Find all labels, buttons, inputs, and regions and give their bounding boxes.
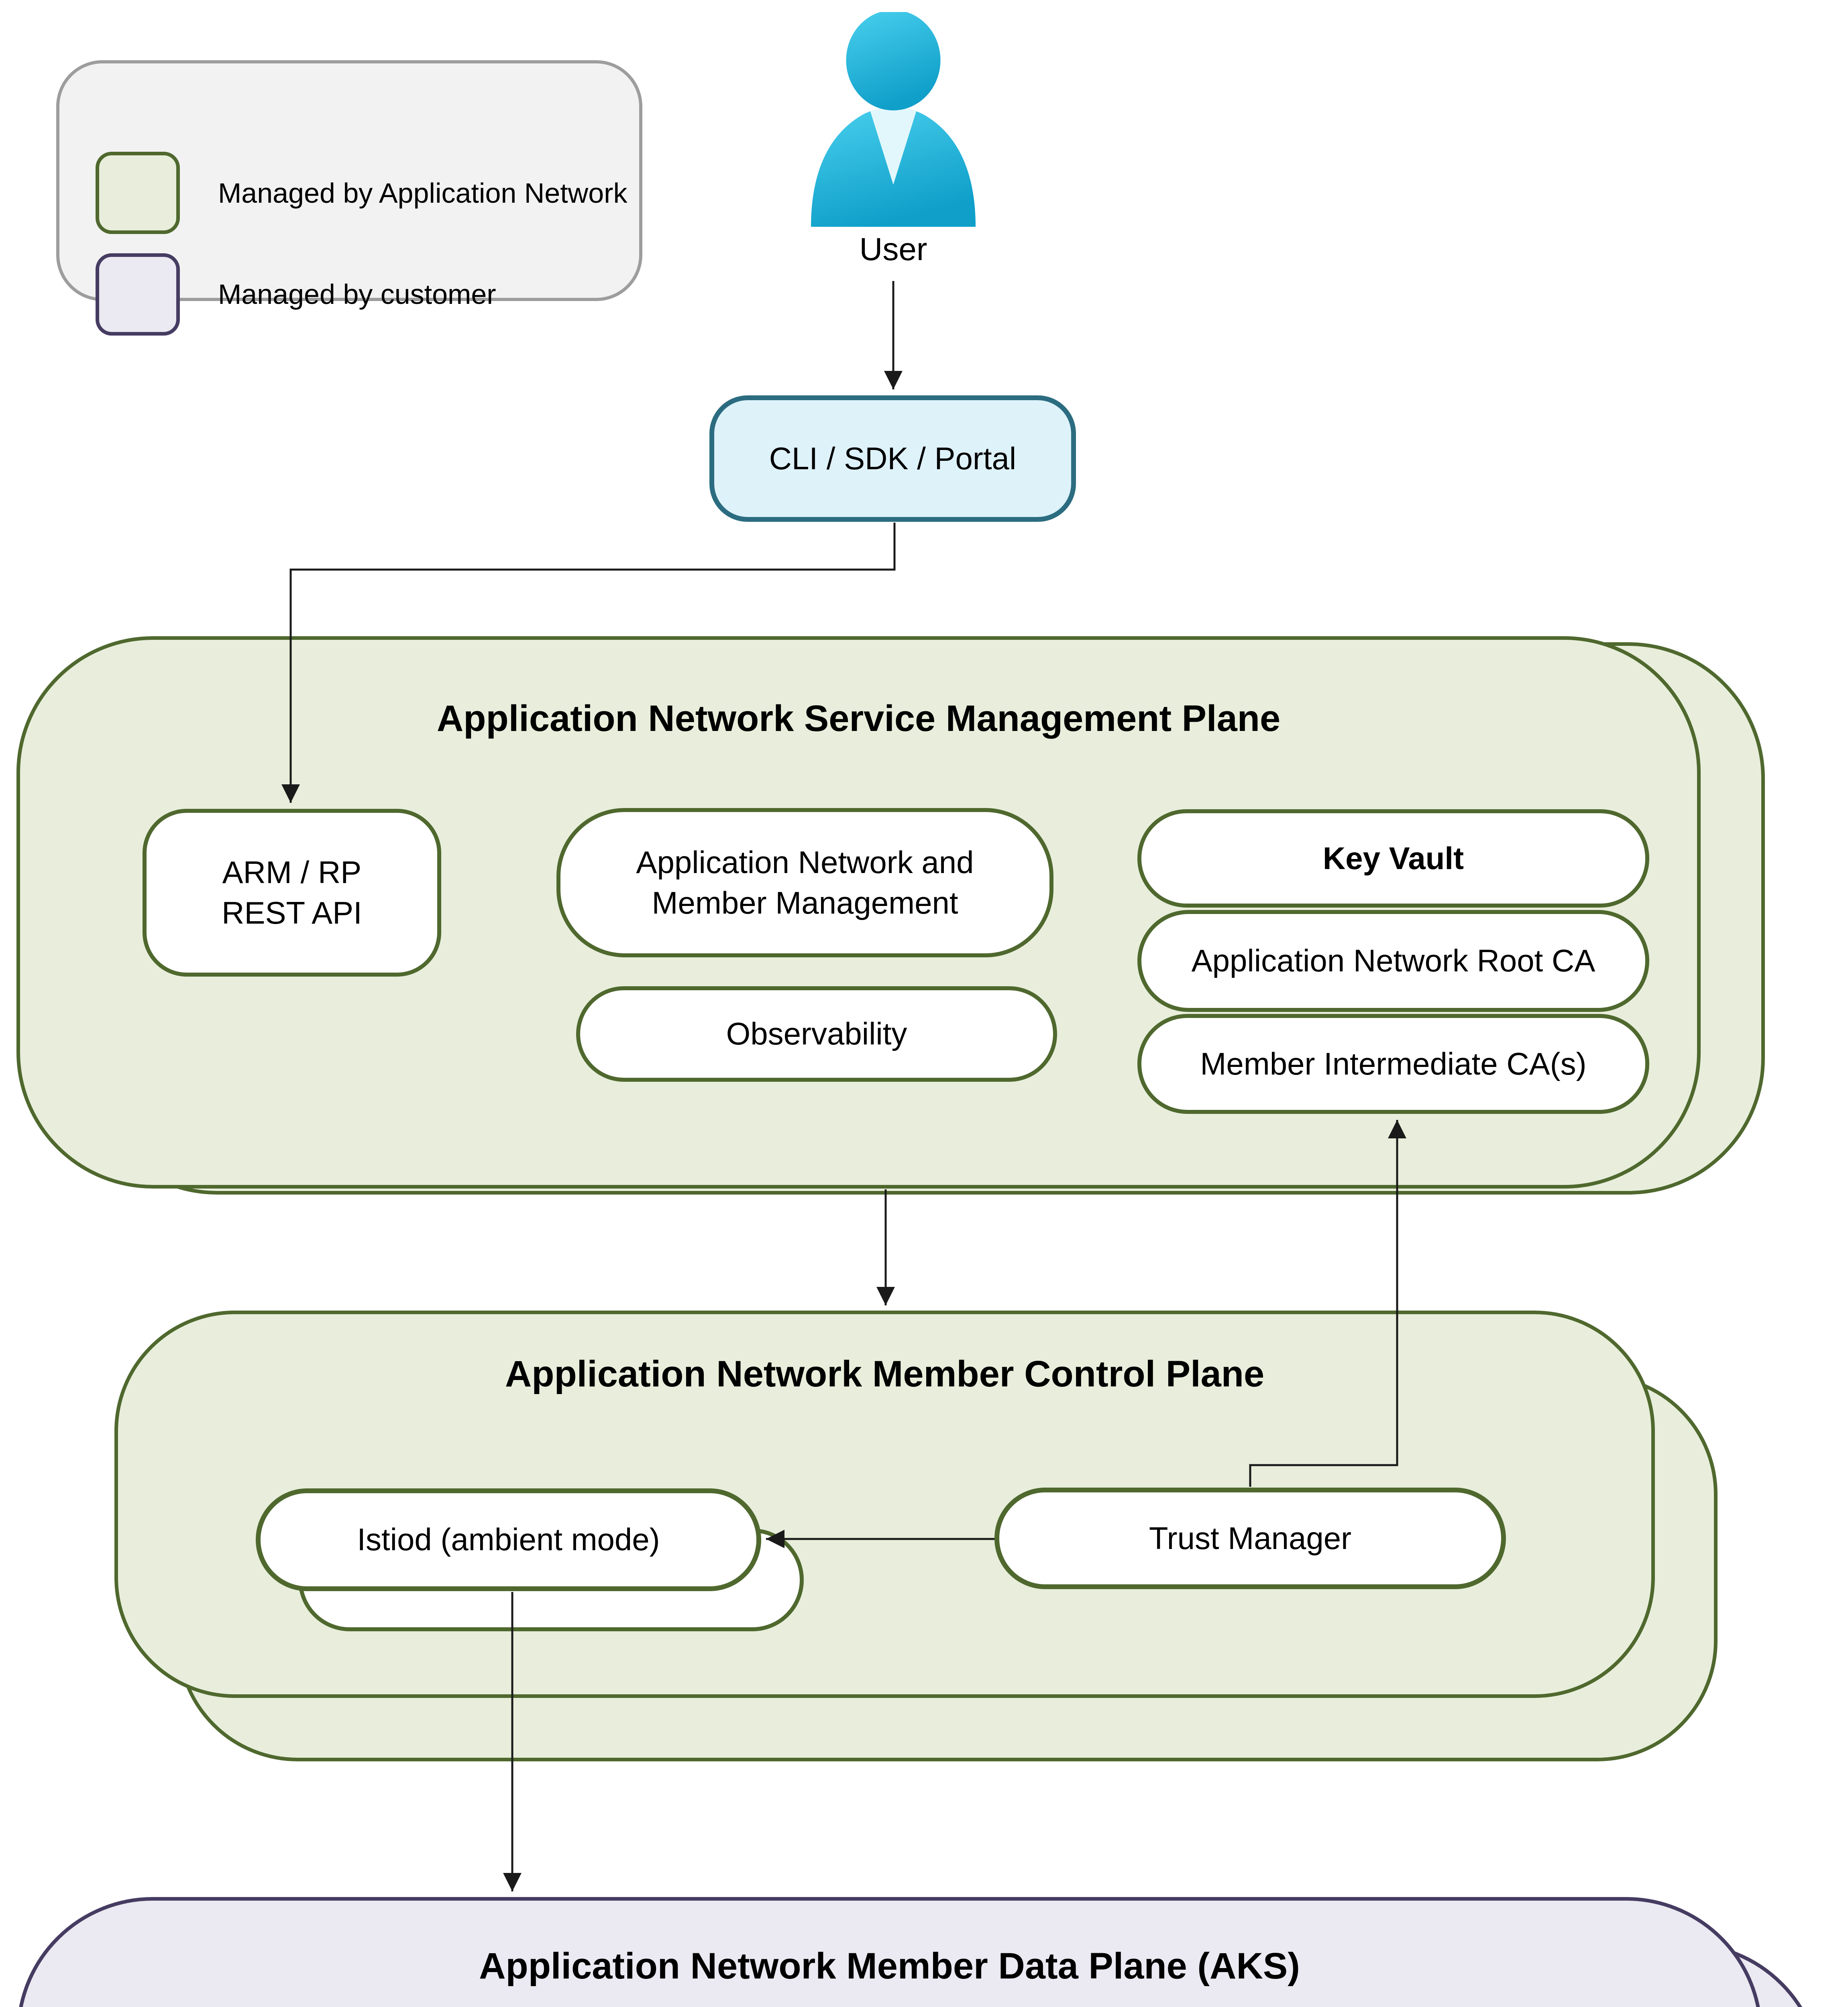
istiod-node: Istiod (ambient mode) — [256, 1488, 761, 1591]
control-plane-title: Application Network Member Control Plane — [505, 1354, 1265, 1394]
user-label: User — [859, 231, 927, 267]
key-vault-node: Key Vault — [1137, 809, 1649, 908]
arm-label-line2: REST API — [222, 895, 362, 930]
member-intermediate-ca-node: Member Intermediate CA(s) — [1137, 1014, 1649, 1114]
member-data-plane — [16, 1897, 1762, 2007]
person-icon — [803, 10, 984, 227]
legend-item-managed-by-application-network: Managed by Application Network — [96, 152, 627, 234]
purple-swatch — [96, 253, 180, 336]
legend-label: Managed by Application Network — [218, 177, 628, 209]
service-plane-title: Application Network Service Management P… — [436, 698, 1281, 739]
mgmt-label-line2: Member Management — [652, 885, 958, 920]
data-plane-title: Application Network Member Data Plane (A… — [479, 1946, 1300, 1987]
observability-node: Observability — [576, 986, 1057, 1082]
legend-label: Managed by customer — [218, 279, 496, 310]
arm-label-line1: ARM / RP — [222, 854, 362, 890]
arm-rp-rest-api-node: ARM / RP REST API — [143, 809, 441, 977]
network-member-management-node: Application Network and Member Managemen… — [556, 808, 1053, 957]
mgmt-label-line1: Application Network and — [636, 844, 974, 880]
legend-item-managed-by-customer: Managed by customer — [96, 253, 496, 336]
trust-manager-node: Trust Manager — [994, 1488, 1506, 1589]
legend: Managed by Application Network Managed b… — [56, 60, 642, 336]
green-swatch — [96, 152, 180, 234]
cli-sdk-portal-node: CLI / SDK / Portal — [709, 395, 1076, 522]
root-ca-node: Application Network Root CA — [1137, 910, 1649, 1012]
